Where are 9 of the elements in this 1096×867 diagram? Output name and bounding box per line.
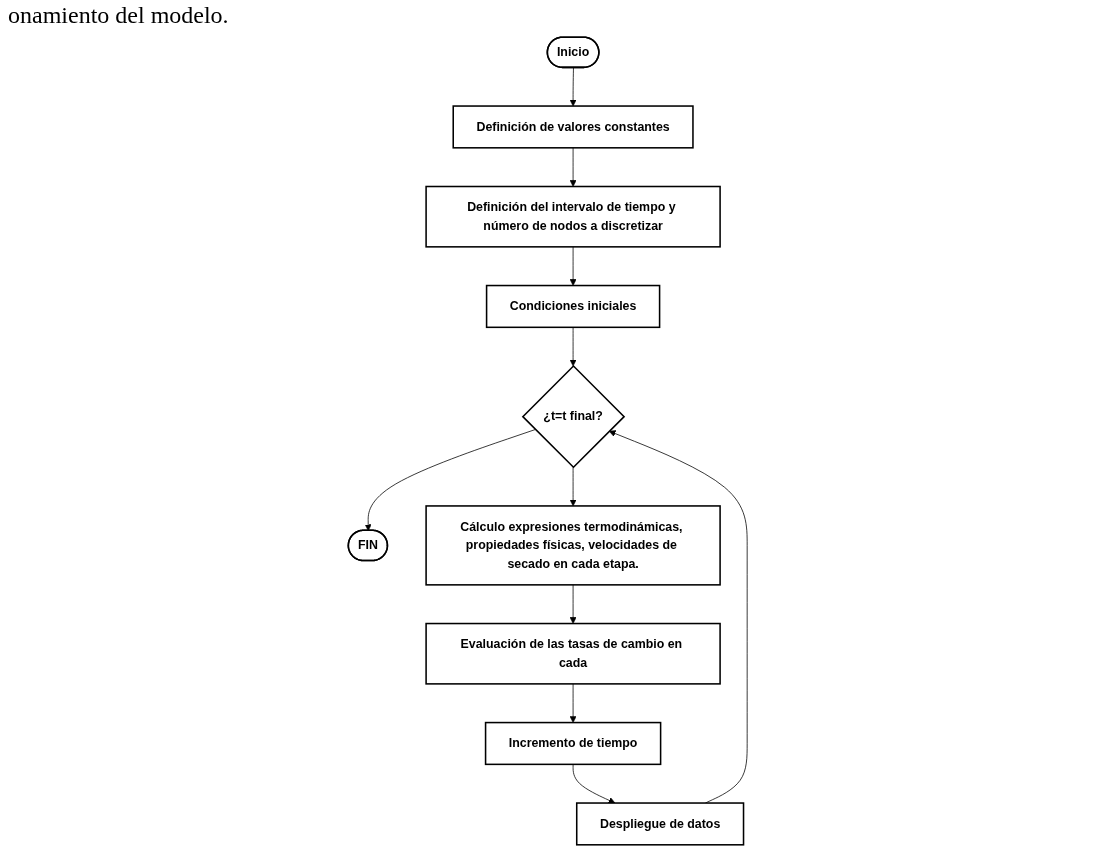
node-box: Evaluación de las tasas de cambio en cada — [425, 622, 722, 685]
node-box: Cálculo expresiones termodinámicas, propiedades físicas, velocidades de secado en cada etapa. — [425, 505, 722, 586]
node-box: Incremento de tiempo — [485, 721, 662, 766]
node-box: Despliegue de datos — [576, 802, 745, 846]
node-box: Definición de valores constantes — [452, 105, 694, 149]
node-diamond: ¿t=t final? — [522, 364, 626, 469]
note-text: onamiento del modelo. — [8, 2, 230, 29]
node-box: Definición del intervalo de tiempo y número de nodos a discretizar — [425, 185, 722, 248]
node-box: Condiciones iniciales — [486, 284, 661, 329]
